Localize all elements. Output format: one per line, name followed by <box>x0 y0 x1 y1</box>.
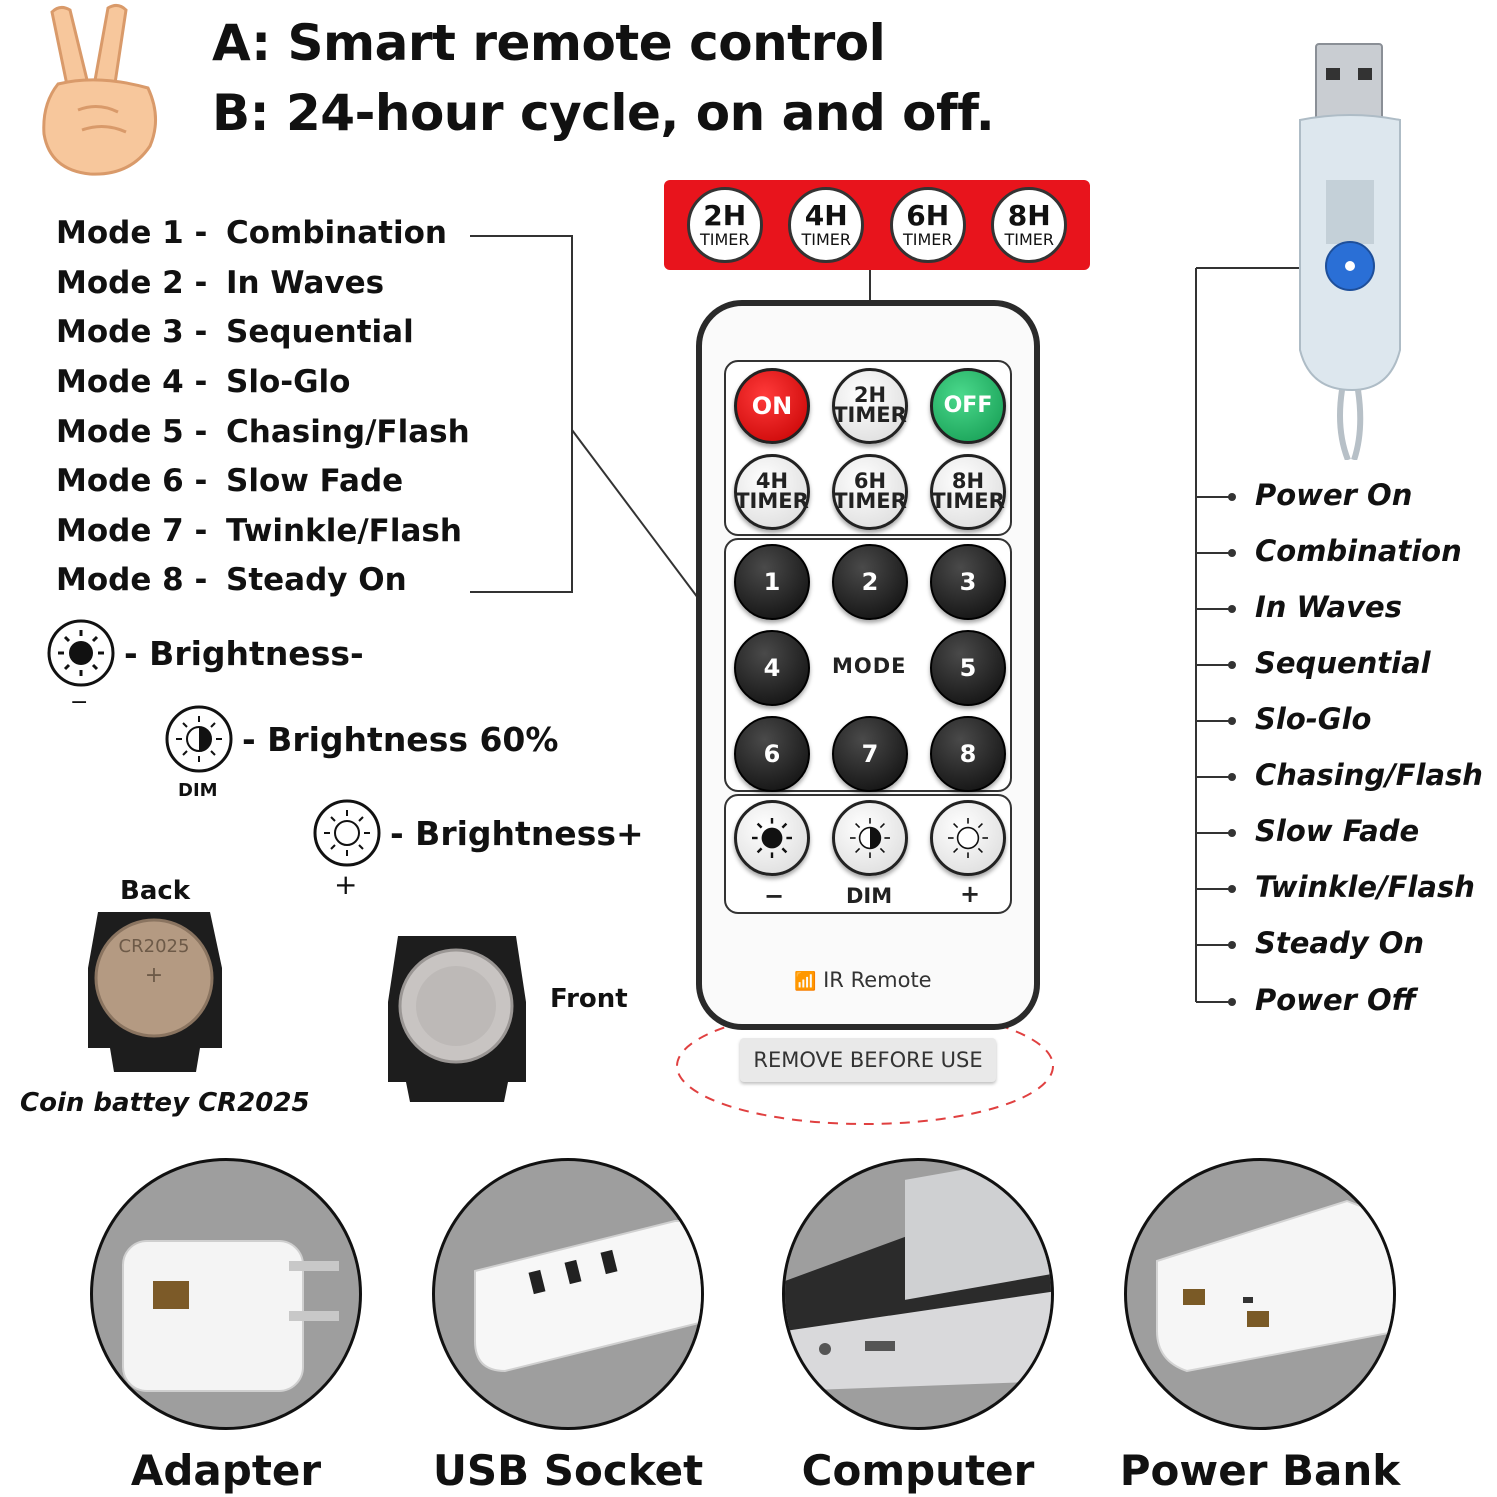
brightness-plus-icon <box>313 799 381 867</box>
signal-icon: 📶 <box>794 971 817 992</box>
brightness-up-button[interactable] <box>930 800 1006 876</box>
off-button[interactable]: OFF <box>930 368 1006 444</box>
mode-item: Mode 3 -Sequential <box>56 314 414 350</box>
adapter-circle <box>90 1158 362 1430</box>
brightness-minus-label: - Brightness- <box>124 634 364 673</box>
plus-label: + <box>960 880 981 908</box>
headline-smart-remote: A: Smart remote control <box>212 14 886 72</box>
usb-socket-circle <box>432 1158 704 1430</box>
usb-seq-item: Combination <box>1255 534 1462 568</box>
usb-seq-item: Sequential <box>1255 646 1431 680</box>
computer-circle <box>782 1158 1054 1430</box>
power-bank-image <box>1156 1199 1393 1373</box>
minus-label: − <box>764 882 785 910</box>
mode-2-button[interactable]: 2 <box>832 544 908 620</box>
usb-seq-item: Twinkle/Flash <box>1255 870 1475 904</box>
brightness-minus-sign: − <box>70 690 89 715</box>
mode-item: Mode 8 -Steady On <box>56 562 407 598</box>
peace-hand-icon <box>42 3 157 176</box>
dim-caption: DIM <box>178 780 218 801</box>
mode-item: Mode 1 -Combination <box>56 215 447 251</box>
usb-seq-item: Chasing/Flash <box>1255 758 1483 792</box>
brightness-dim-label: - Brightness 60% <box>242 720 559 759</box>
mode-item: Mode 6 -Slow Fade <box>56 463 404 499</box>
sun-half-icon <box>850 818 890 858</box>
power-bank-circle <box>1124 1158 1396 1430</box>
remove-before-use-tab[interactable]: REMOVE BEFORE USE <box>740 1038 996 1082</box>
mode-item: Mode 4 -Slo-Glo <box>56 364 351 400</box>
mode-item: Mode 7 -Twinkle/Flash <box>56 513 462 549</box>
mode-7-button[interactable]: 7 <box>832 716 908 792</box>
power-bank-label: Power Bank <box>1119 1446 1401 1495</box>
svg-text:+: + <box>145 963 163 988</box>
adapter-image <box>122 1240 339 1392</box>
mode-5-button[interactable]: 5 <box>930 630 1006 706</box>
brightness-minus-icon <box>47 619 115 687</box>
usb-seq-item: Power On <box>1255 478 1413 512</box>
adapter-label: Adapter <box>130 1446 322 1495</box>
mode-3-button[interactable]: 3 <box>930 544 1006 620</box>
battery-back-image: CR2025 + <box>88 912 222 1072</box>
mode-item: Mode 2 -In Waves <box>56 265 385 301</box>
battery-back-label: Back <box>120 876 191 906</box>
usb-seq-item: Power Off <box>1255 983 1416 1017</box>
usb-seq-item: Slow Fade <box>1255 814 1420 848</box>
brightness-dim-icon <box>165 705 233 773</box>
on-button[interactable]: ON <box>734 368 810 444</box>
sun-outline-icon <box>948 818 988 858</box>
usb-controller-image <box>1299 43 1401 460</box>
usb-seq-item: Steady On <box>1255 926 1425 960</box>
battery-front-label: Front <box>550 984 628 1014</box>
computer-image <box>785 1161 1051 1391</box>
coin-text: CR2025 <box>119 936 190 957</box>
brightness-dim-button[interactable] <box>832 800 908 876</box>
sun-filled-icon <box>752 818 792 858</box>
headline-24-hour-cycle: B: 24-hour cycle, on and off. <box>212 84 995 142</box>
battery-caption: Coin battey CR2025 <box>20 1088 310 1118</box>
computer-label: Computer <box>801 1446 1035 1495</box>
dim-label: DIM <box>846 884 893 908</box>
mode-word: MODE <box>832 654 907 678</box>
mode-4-button[interactable]: 4 <box>734 630 810 706</box>
usb-socket-image <box>474 1220 701 1373</box>
usb-seq-item: In Waves <box>1255 590 1402 624</box>
mode-8-button[interactable]: 8 <box>930 716 1006 792</box>
brightness-panel: − DIM + <box>724 794 1012 914</box>
mode-6-button[interactable]: 6 <box>734 716 810 792</box>
usb-socket-label: USB Socket <box>432 1446 704 1495</box>
brightness-plus-label: - Brightness+ <box>390 814 644 853</box>
usb-seq-item: Slo-Glo <box>1255 702 1372 736</box>
brightness-down-button[interactable] <box>734 800 810 876</box>
mode-panel: 1 2 3 4 MODE 5 6 7 8 <box>724 538 1012 792</box>
ir-remote-label: 📶 IR Remote <box>794 968 932 992</box>
mode-1-button[interactable]: 1 <box>734 544 810 620</box>
battery-front-image <box>388 936 526 1102</box>
brightness-plus-sign: + <box>334 868 358 901</box>
mode-item: Mode 5 -Chasing/Flash <box>56 414 470 450</box>
